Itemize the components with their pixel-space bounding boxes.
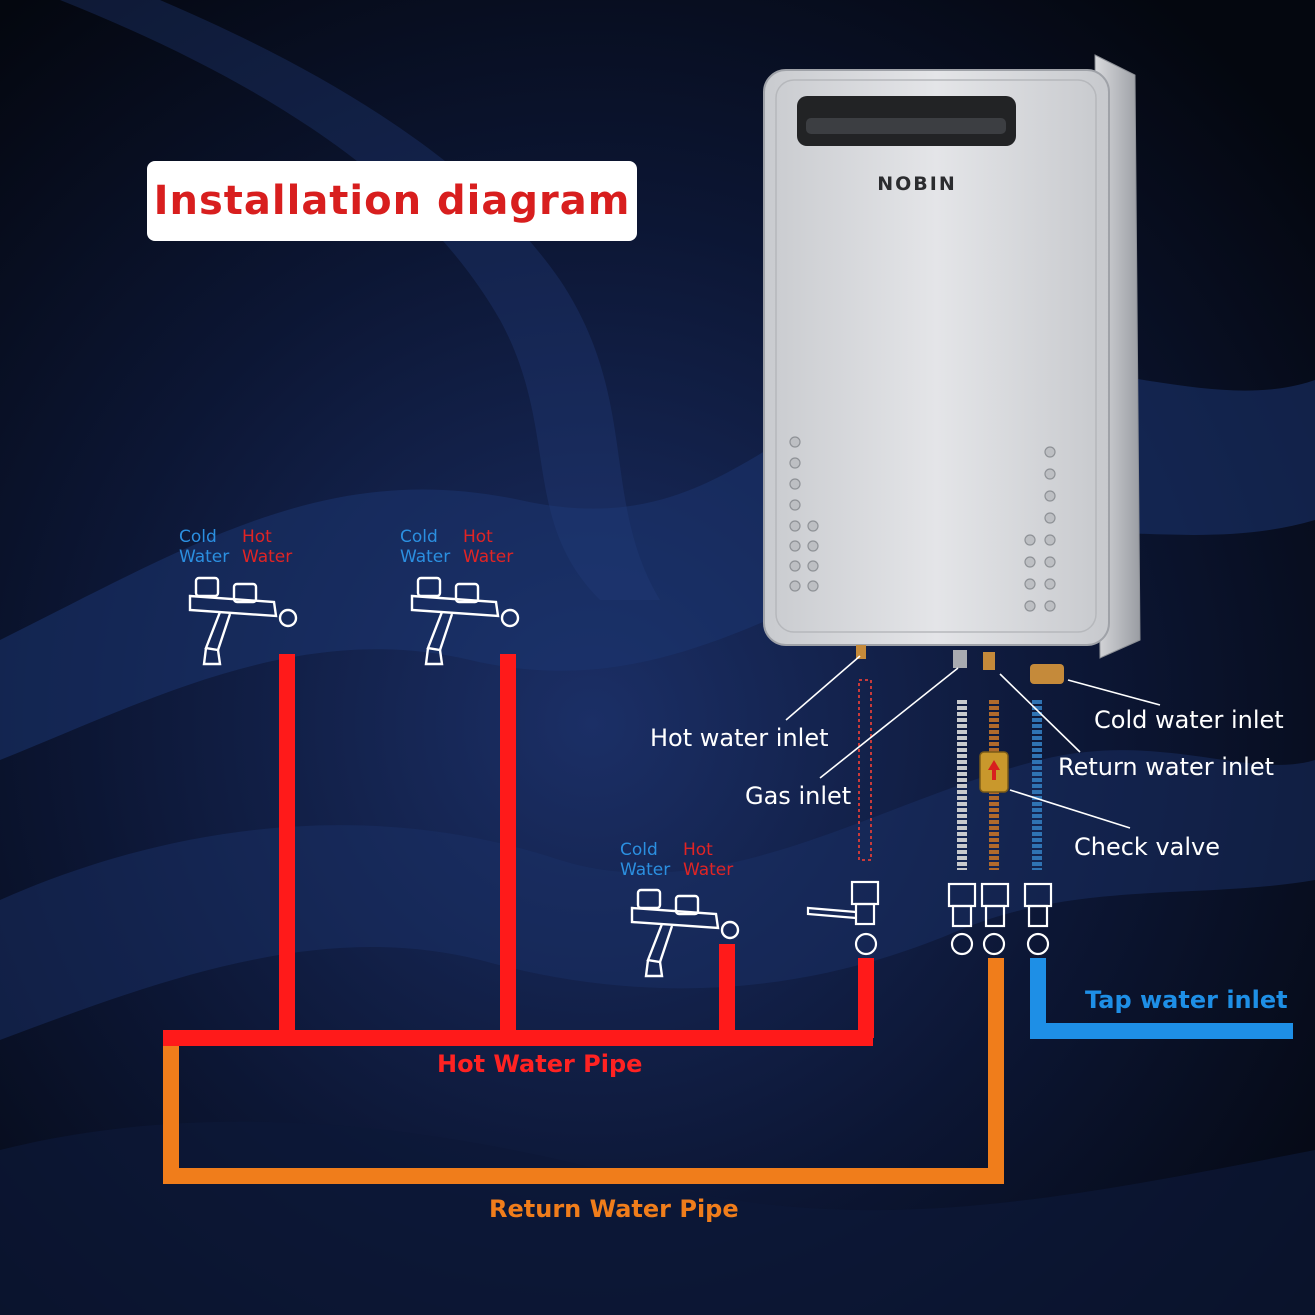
vent-holes-right: [1024, 446, 1056, 612]
heater-body: [763, 69, 1110, 646]
cold-label-line1: Cold: [179, 527, 217, 547]
fabric-wave: [0, 750, 1315, 1040]
hot-water-connector: [856, 645, 866, 659]
return-water-connector: [983, 652, 995, 670]
vent-holes-left: [789, 436, 819, 592]
cold-water-label: Cold Water: [179, 527, 229, 567]
return-water-inlet-label: Return water inlet: [1058, 753, 1274, 781]
page-title: Installation diagram: [153, 178, 631, 224]
hot-water-valve: [806, 880, 880, 956]
cold-label-line2: Water: [179, 547, 230, 567]
hot-hose: [858, 679, 872, 861]
cold-water-valve: [1023, 882, 1053, 956]
cold-water-inlet-label: Cold water inlet: [1094, 706, 1284, 734]
hot-water-inlet-label: Hot water inlet: [650, 724, 829, 752]
cold-water-label: Cold Water: [620, 840, 670, 880]
hot-label-line1: Hot: [242, 527, 272, 547]
water-heater: NOBIN: [763, 54, 1141, 684]
hot-water-label: Hot Water: [242, 527, 292, 567]
faucet-icon: [630, 888, 740, 978]
return-water-pipe-label: Return Water Pipe: [489, 1195, 739, 1223]
gas-inlet-label: Gas inlet: [745, 782, 852, 810]
gas-connector: [953, 650, 967, 668]
fabric-wave: [60, 0, 660, 600]
hot-label-line2: Water: [683, 860, 734, 880]
hot-label-line2: Water: [463, 547, 514, 567]
cold-label-line1: Cold: [400, 527, 438, 547]
hot-water-pipe-label: Hot Water Pipe: [437, 1050, 643, 1078]
return-water-valve: [980, 882, 1010, 956]
hot-label-line1: Hot: [463, 527, 493, 547]
hot-water-pipe: [163, 654, 874, 1046]
heater-front-panel: [775, 79, 1097, 633]
faucet-icon: [410, 576, 520, 666]
cold-water-connector: [1030, 664, 1064, 684]
cold-label-line2: Water: [400, 547, 451, 567]
return-water-pipe: [163, 958, 1004, 1184]
faucet-icon: [188, 576, 298, 666]
brand-logo: NOBIN: [877, 173, 957, 195]
check-valve: [979, 751, 1009, 793]
cold-label-line2: Water: [620, 860, 671, 880]
callout-lines: [785, 655, 1161, 829]
valves: [806, 880, 1053, 956]
hot-label-line2: Water: [242, 547, 293, 567]
cold-water-label: Cold Water: [400, 527, 450, 567]
hot-water-label: Hot Water: [683, 840, 733, 880]
gas-valve: [947, 882, 977, 956]
hot-label-line1: Hot: [683, 840, 713, 860]
title-banner: Installation diagram: [147, 161, 637, 241]
heater-display-screen: [806, 118, 1006, 134]
cold-label-line1: Cold: [620, 840, 658, 860]
check-valve-label: Check valve: [1074, 833, 1221, 861]
tap-water-pipe: [1030, 958, 1293, 1039]
hot-water-label: Hot Water: [463, 527, 513, 567]
tap-water-inlet-label: Tap water inlet: [1085, 986, 1288, 1014]
